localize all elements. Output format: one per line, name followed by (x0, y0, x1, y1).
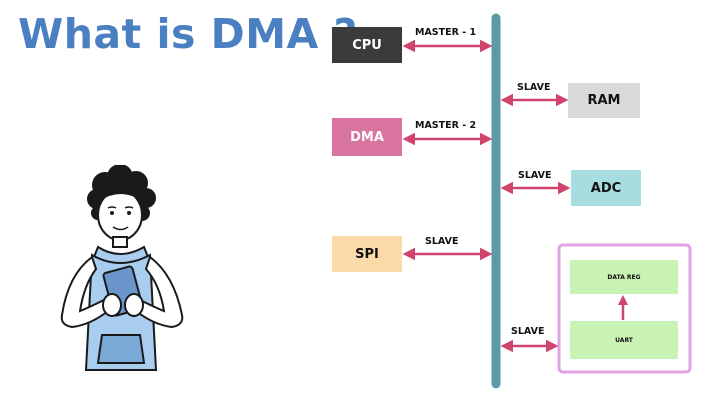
ram-slave-label: SLAVE (517, 82, 551, 93)
uart-slave-label: SLAVE (511, 326, 545, 337)
person-illustration (60, 165, 184, 371)
master-1-label: MASTER - 1 (415, 27, 477, 38)
spi-slave-label: SLAVE (425, 236, 459, 247)
adc-box: ADC (571, 170, 641, 206)
master-2-label: MASTER - 2 (415, 120, 477, 131)
cpu-box: CPU (332, 27, 402, 63)
adc-slave-label: SLAVE (518, 170, 552, 181)
dma-box: DMA (332, 118, 402, 156)
uart-box: UART (570, 321, 678, 359)
page-title: What is DMA ? (18, 10, 358, 58)
ram-box: RAM (568, 83, 640, 118)
spi-box: SPI (332, 236, 402, 272)
data-reg-box: DATA REG (570, 260, 678, 294)
